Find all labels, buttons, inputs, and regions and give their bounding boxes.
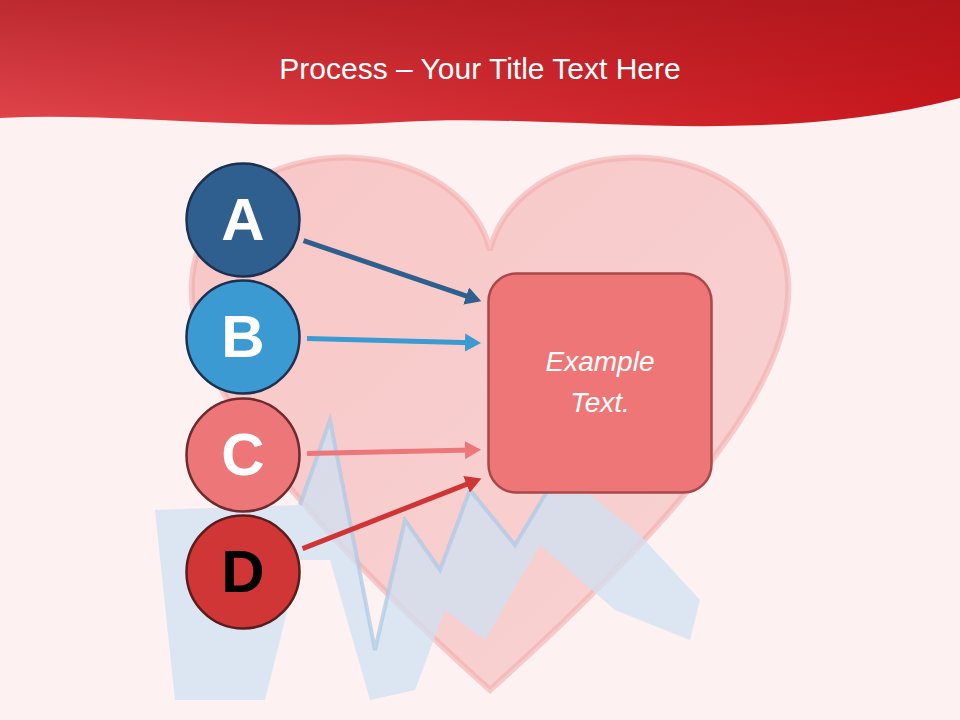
step-letter: D <box>221 542 264 602</box>
header-shade <box>0 0 960 126</box>
process-box: Example Text. <box>487 272 713 494</box>
text-holder: D <box>221 542 264 602</box>
step-circle: B <box>185 279 301 395</box>
step-circle: C <box>185 397 301 513</box>
step-letter: B <box>221 307 264 367</box>
slide-title: Process – Your Title Text Here <box>0 52 960 86</box>
step-circle: A <box>185 162 301 278</box>
circle-fill <box>187 281 300 394</box>
arrow-connector <box>307 339 471 343</box>
header-band <box>0 0 960 126</box>
step-letter: C <box>221 425 264 485</box>
circle-fill <box>187 399 300 512</box>
text-holder: Example Text. <box>520 342 680 423</box>
step-letter: A <box>221 190 264 250</box>
arrow-connector <box>307 450 471 454</box>
text-holder: A <box>221 190 264 250</box>
circle-fill <box>187 516 300 629</box>
box-fill <box>489 274 712 493</box>
box-outline <box>487 272 713 494</box>
text-holder: B <box>221 307 264 367</box>
step-circle: D <box>185 514 301 630</box>
box-text: Example Text. <box>520 342 680 423</box>
arrow-connector <box>303 482 473 549</box>
text-holder: C <box>221 425 264 485</box>
arrow-connector <box>304 241 472 298</box>
circle-fill <box>187 164 300 277</box>
